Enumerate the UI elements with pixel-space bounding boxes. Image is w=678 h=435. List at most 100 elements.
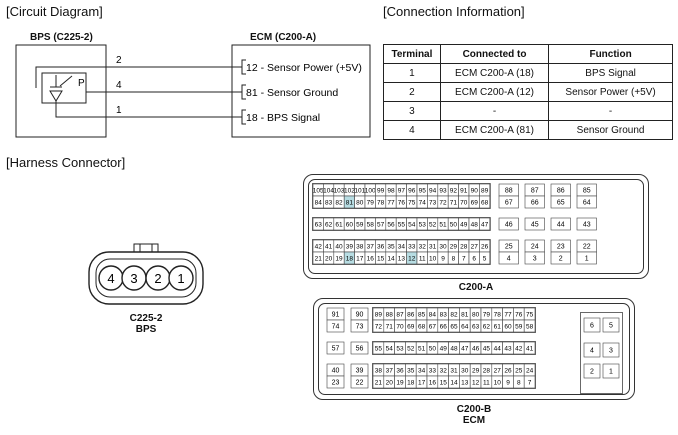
pin-number: 20 <box>386 380 394 387</box>
pin-number: 49 <box>460 222 468 229</box>
pin-number: 66 <box>531 200 539 207</box>
table-cell: 4 <box>383 120 441 140</box>
pin-cell <box>550 195 571 209</box>
pin-number: 33 <box>408 244 416 251</box>
pin-number: 23 <box>557 244 565 251</box>
pin-number: 1 <box>609 369 613 376</box>
pin-number: 85 <box>583 188 591 195</box>
pin-number: 54 <box>408 222 416 229</box>
pin-number: 19 <box>335 256 343 263</box>
c200b-caption: C200-B <box>456 404 492 415</box>
pin-number: 25 <box>515 368 523 375</box>
pin-number: 59 <box>356 222 364 229</box>
pin-number: 53 <box>396 346 404 353</box>
column-header: Function <box>548 44 673 64</box>
pin-number: 83 <box>325 200 333 207</box>
pin-cell <box>550 217 571 231</box>
pin-number: 54 <box>386 346 394 353</box>
pin-number: 86 <box>407 312 415 319</box>
pin-number: 70 <box>396 324 404 331</box>
pin-number: 36 <box>396 368 404 375</box>
pin-cell <box>326 319 345 333</box>
pin-number: 25 <box>505 244 513 251</box>
c200b-caption: ECM <box>462 415 486 426</box>
table-cell: 2 <box>383 82 441 102</box>
pin-number: 8 <box>452 256 456 263</box>
pin-cell <box>479 195 491 209</box>
pin-number: 37 <box>386 368 394 375</box>
pin-number: 41 <box>526 346 534 353</box>
pin-number: 73 <box>356 324 364 331</box>
pin-number: 82 <box>335 200 343 207</box>
pin-number: 76 <box>398 200 406 207</box>
bps-connector-caption: BPS <box>135 324 157 335</box>
pin-cell <box>583 363 601 379</box>
pin-number: 65 <box>450 324 458 331</box>
pin-number: 21 <box>315 256 323 263</box>
pin-number: 34 <box>418 368 426 375</box>
pin-number: 63 <box>472 324 480 331</box>
pin-number: 12 <box>408 256 416 263</box>
pin-number: 45 <box>531 222 539 229</box>
sensor-letter: P <box>78 78 85 89</box>
pin-number: 98 <box>387 188 395 195</box>
pin-cell <box>583 342 601 358</box>
pin-number: 27 <box>494 368 502 375</box>
connector-pin <box>168 265 194 291</box>
pin-number: 68 <box>481 200 489 207</box>
pin-number: 45 <box>483 346 491 353</box>
connection-table: Terminal Connected to Function 1 ECM C20… <box>383 44 673 140</box>
pin-number: 8 <box>517 380 521 387</box>
harness-connector-header: [Harness Connector] <box>6 155 126 170</box>
pin-label: 2 <box>154 271 161 286</box>
pin-cell <box>550 251 571 265</box>
pin-number: 60 <box>504 324 512 331</box>
pin-number: 67 <box>505 200 513 207</box>
pin-number: 24 <box>526 368 534 375</box>
pin-cell <box>326 341 345 355</box>
pin-number: 95 <box>419 188 427 195</box>
pin-number: 93 <box>439 188 447 195</box>
pin-number: 11 <box>419 256 426 263</box>
pin-number: 63 <box>315 222 323 229</box>
pin-number: 103 <box>334 188 345 195</box>
pin-number: 29 <box>450 244 458 251</box>
pin-block <box>372 307 536 333</box>
pin-number: 86 <box>557 188 565 195</box>
pin-number: 57 <box>377 222 385 229</box>
pin-number: 96 <box>408 188 416 195</box>
pin-number: 56 <box>387 222 395 229</box>
pin-number: 43 <box>583 222 591 229</box>
pin-cell <box>498 251 519 265</box>
pin-number: 72 <box>375 324 383 331</box>
ecm-title: ECM (C200-A) <box>250 32 317 43</box>
table-row: 1 ECM C200-A (18) BPS Signal <box>383 63 673 83</box>
table-row: 4 ECM C200-A (81) Sensor Ground <box>383 120 673 140</box>
pin-number: 18 <box>346 256 354 263</box>
pin-number: 47 <box>481 222 489 229</box>
pin-number: 5 <box>609 323 613 330</box>
pin-number: 41 <box>325 244 333 251</box>
pin-number: 28 <box>460 244 468 251</box>
bps-pin-label: 1 <box>116 105 122 116</box>
pin-cell <box>602 342 620 358</box>
pin-number: 71 <box>450 200 458 207</box>
pin-number: 27 <box>471 244 479 251</box>
pin-block <box>312 217 491 231</box>
wire-sensor-power <box>35 66 242 88</box>
table-row: 2 ECM C200-A (12) Sensor Power (+5V) <box>383 82 673 102</box>
pin-number: 31 <box>450 368 458 375</box>
pin-number: 89 <box>375 312 383 319</box>
pin-number: 87 <box>396 312 404 319</box>
pin-number: 59 <box>515 324 523 331</box>
pin-cell <box>479 251 491 265</box>
pin-number: 80 <box>356 200 364 207</box>
pin-number: 10 <box>494 380 502 387</box>
table-cell: Sensor Power (+5V) <box>548 82 673 102</box>
pin-number: 9 <box>441 256 445 263</box>
pin-cell <box>602 317 620 333</box>
table-cell: Sensor Ground <box>548 120 673 140</box>
pin-number: 6 <box>590 323 594 330</box>
pin-number: 11 <box>483 380 490 387</box>
